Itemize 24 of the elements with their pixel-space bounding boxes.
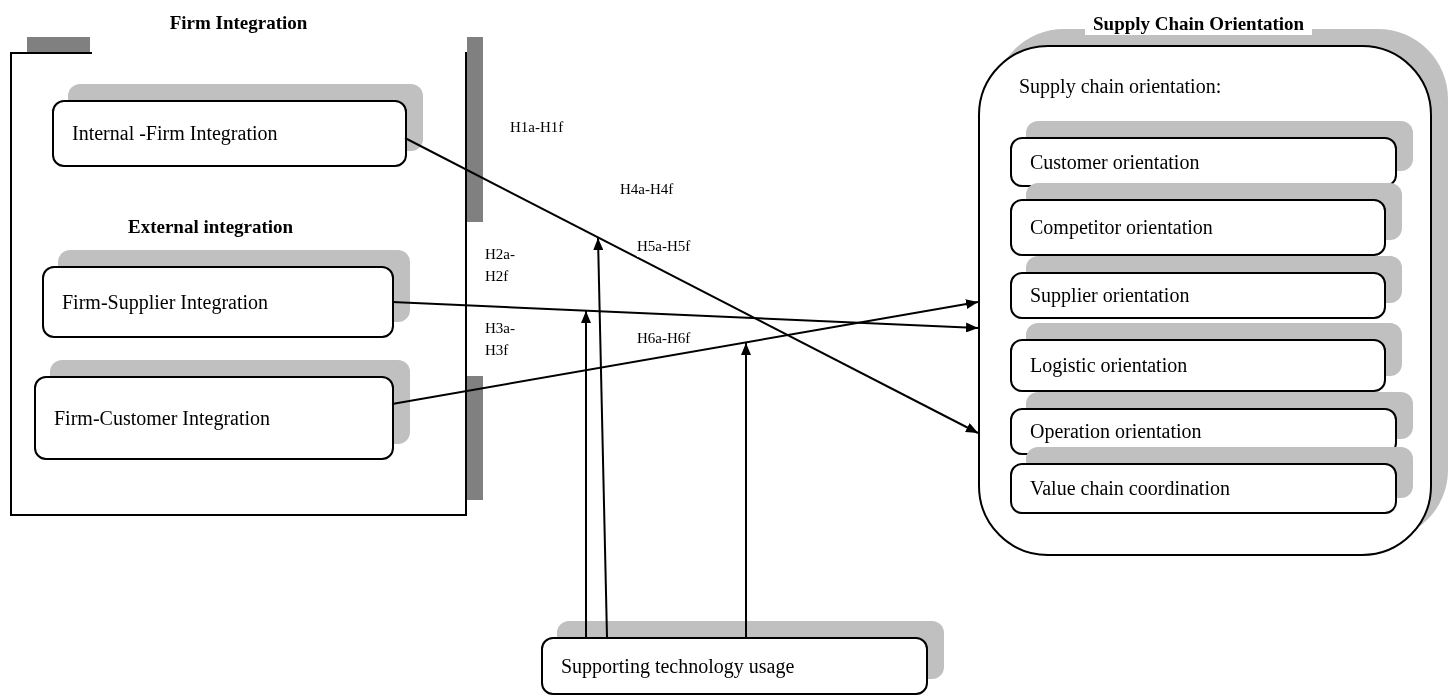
arrow bbox=[391, 299, 979, 405]
process-box bbox=[541, 637, 928, 695]
process-box bbox=[52, 100, 407, 167]
box-label: Internal -Firm Integration bbox=[72, 122, 278, 145]
arrow bbox=[581, 310, 591, 638]
box-label: Supporting technology usage bbox=[561, 654, 795, 678]
box-label: Firm-Customer Integration bbox=[54, 406, 271, 430]
box-label: Competitor orientation bbox=[1030, 216, 1213, 239]
arrow bbox=[741, 342, 751, 638]
arrow bbox=[391, 301, 979, 333]
box-label: Value chain coordination bbox=[1030, 477, 1230, 500]
arrow bbox=[593, 237, 608, 638]
box-label: Firm-Supplier Integration bbox=[62, 290, 269, 314]
process-box bbox=[1010, 339, 1386, 392]
process-box bbox=[1010, 272, 1386, 319]
process-box bbox=[1010, 199, 1386, 256]
process-box bbox=[34, 376, 394, 460]
process-box bbox=[1010, 137, 1397, 187]
process-box bbox=[1010, 463, 1397, 514]
box-label: Logistic orientation bbox=[1030, 354, 1188, 377]
box-label: Supplier orientation bbox=[1030, 284, 1190, 307]
process-box bbox=[42, 266, 394, 338]
box-label: Operation orientation bbox=[1030, 420, 1202, 443]
box-label: Customer orientation bbox=[1030, 150, 1200, 174]
